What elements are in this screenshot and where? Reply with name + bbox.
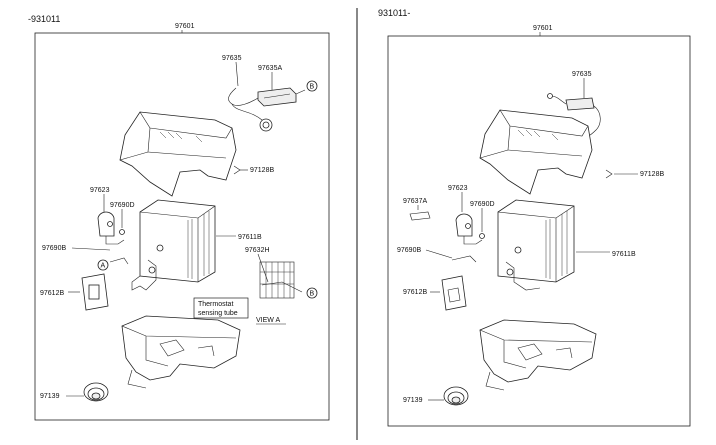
left-label-97139[interactable]: 97139 — [40, 393, 60, 400]
right-sensor-bulb[interactable] — [451, 255, 477, 263]
right-clip[interactable] — [605, 169, 613, 179]
left-lower-case[interactable] — [121, 315, 241, 389]
right-label-97637A[interactable]: 97637A — [403, 198, 427, 205]
left-label-97632H[interactable]: 97632H — [245, 247, 270, 254]
left-label-97623[interactable]: 97623 — [90, 187, 110, 194]
left-label-97635A[interactable]: 97635A — [258, 65, 282, 72]
right-label-97612B[interactable]: 97612B — [403, 289, 427, 296]
left-header: -931011 — [28, 14, 60, 24]
right-upper-case[interactable] — [479, 109, 593, 195]
left-sensor-bulb[interactable] — [109, 257, 129, 265]
left-thermostat-wire[interactable] — [228, 87, 273, 132]
left-note-box — [193, 297, 249, 319]
left-upper-case[interactable] — [119, 111, 237, 197]
right-expansion-valve[interactable] — [455, 213, 483, 245]
left-note-line1: Thermostat — [198, 301, 233, 308]
left-label-97128B[interactable]: 97128B — [250, 167, 274, 174]
right-panel: 931011- 97601 97635 97128B 97637A — [378, 8, 691, 427]
right-oring[interactable] — [479, 233, 485, 239]
left-label-97690B[interactable]: 97690B — [42, 245, 66, 252]
left-oring[interactable] — [119, 229, 125, 235]
left-drain-grommet[interactable] — [83, 382, 109, 402]
left-label-97635[interactable]: 97635 — [222, 55, 242, 62]
right-drain-grommet[interactable] — [443, 386, 469, 406]
right-frame — [387, 35, 691, 427]
left-callout-b-bottom — [306, 287, 318, 299]
left-callout-b-top-text: B — [310, 84, 315, 91]
left-callout-b-bottom-text: B — [310, 291, 315, 298]
right-label-97623[interactable]: 97623 — [448, 185, 468, 192]
left-evaporator-core[interactable] — [131, 199, 216, 291]
right-seal[interactable] — [441, 275, 467, 311]
right-lower-case[interactable] — [479, 319, 597, 391]
left-view-label: VIEW A — [256, 317, 280, 324]
right-label-97611B[interactable]: 97611B — [612, 251, 636, 258]
left-assembly-label[interactable]: 97601 — [175, 23, 195, 30]
right-bracket[interactable] — [409, 211, 431, 221]
left-callout-b-top — [306, 80, 318, 92]
right-header: 931011- — [378, 8, 410, 18]
right-evaporator-core[interactable] — [497, 199, 575, 291]
left-label-97690D[interactable]: 97690D — [110, 202, 135, 209]
right-label-97635[interactable]: 97635 — [572, 71, 592, 78]
right-label-97128B[interactable]: 97128B — [640, 171, 664, 178]
left-expansion-valve[interactable] — [97, 211, 125, 245]
left-seal[interactable] — [81, 273, 109, 311]
right-assembly-label[interactable]: 97601 — [533, 25, 553, 32]
left-panel: -931011 97601 97635 97635A B — [28, 14, 330, 421]
right-label-97139[interactable]: 97139 — [403, 397, 423, 404]
left-label-97611B[interactable]: 97611B — [238, 234, 262, 241]
left-callout-a: A — [101, 263, 106, 270]
right-label-97690D[interactable]: 97690D — [470, 201, 495, 208]
left-label-97612B[interactable]: 97612B — [40, 290, 64, 297]
left-view-a-detail[interactable] — [259, 261, 303, 299]
left-note-line2: sensing tube — [198, 310, 238, 317]
right-label-97690B[interactable]: 97690B — [397, 247, 421, 254]
left-thermostat-switch[interactable] — [257, 87, 306, 107]
left-clip[interactable] — [233, 165, 241, 175]
